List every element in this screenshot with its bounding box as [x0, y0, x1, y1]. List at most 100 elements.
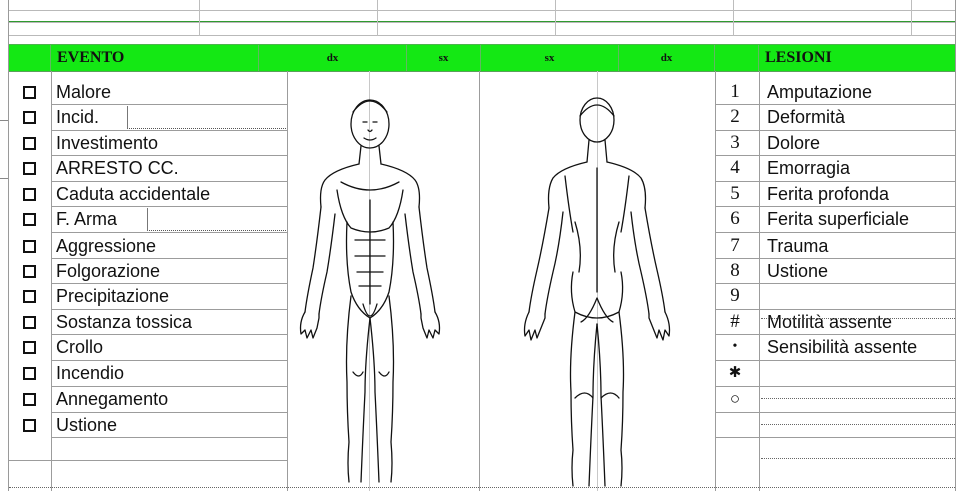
checkbox-icon[interactable]	[23, 265, 36, 278]
event-item: Annegamento	[9, 387, 289, 411]
lesion-code: 5	[725, 182, 745, 206]
row-line	[51, 130, 287, 131]
dotted-input-line[interactable]	[761, 458, 956, 459]
row-line	[715, 386, 956, 387]
body-back-figure[interactable]	[509, 72, 709, 490]
dotted-input-line[interactable]	[761, 318, 956, 319]
lesion-code: 9	[725, 284, 745, 308]
row-line	[51, 412, 287, 413]
checkbox-icon[interactable]	[23, 162, 36, 175]
header-blank-2	[715, 45, 759, 71]
event-item: Ustione	[9, 413, 289, 437]
lesion-code: 3	[725, 131, 745, 155]
row-line	[715, 206, 956, 207]
event-label: ARRESTO CC.	[56, 156, 179, 180]
grid-col-line	[911, 0, 912, 36]
row-line	[51, 258, 287, 259]
header-dx-front: dx	[259, 45, 407, 71]
dotted-input-line[interactable]	[761, 398, 956, 399]
event-item: Crollo	[9, 335, 289, 359]
event-label: Aggressione	[56, 234, 156, 258]
checkbox-icon[interactable]	[23, 240, 36, 253]
row-line	[51, 386, 287, 387]
row-line	[51, 181, 287, 182]
checkbox-icon[interactable]	[23, 316, 36, 329]
body-front-figure[interactable]	[291, 72, 477, 490]
event-item: Incid.	[9, 105, 289, 129]
background-window-edge	[0, 178, 8, 179]
row-line	[51, 155, 287, 156]
lesion-label: Motilità assente	[767, 310, 892, 334]
event-label: Annegamento	[56, 387, 168, 411]
row-line	[51, 360, 287, 361]
checkbox-icon[interactable]	[23, 290, 36, 303]
header-evento: EVENTO	[51, 45, 259, 71]
row-line	[715, 334, 956, 335]
spreadsheet-form: EVENTO dx sx sx dx LESIONI Malore Incid.…	[8, 0, 956, 491]
grid-row-line	[9, 10, 955, 11]
event-label: Crollo	[56, 335, 103, 359]
grid-row-line	[9, 22, 955, 23]
checkbox-icon[interactable]	[23, 137, 36, 150]
row-line	[715, 258, 956, 259]
event-label: Caduta accidentale	[56, 182, 210, 206]
checkbox-icon[interactable]	[23, 213, 36, 226]
checkbox-icon[interactable]	[23, 341, 36, 354]
col-separator	[715, 71, 716, 491]
row-line	[715, 412, 956, 413]
checkbox-icon[interactable]	[23, 367, 36, 380]
checkbox-icon[interactable]	[23, 419, 36, 432]
lesion-code: •	[725, 335, 745, 359]
grid-row-line	[9, 35, 955, 36]
event-label: Malore	[56, 80, 111, 104]
grid-col-line	[733, 0, 734, 36]
lesion-code: 2	[725, 105, 745, 129]
row-line	[51, 309, 287, 310]
event-label: Precipitazione	[56, 284, 169, 308]
arma-detail-input[interactable]	[147, 208, 286, 231]
lesion-label: Trauma	[767, 234, 828, 258]
lesion-label: Dolore	[767, 131, 820, 155]
lesion-code: ✱	[725, 361, 745, 385]
event-item: Aggressione	[9, 234, 289, 258]
header-dx-back: dx	[619, 45, 715, 71]
incid-detail-input[interactable]	[127, 106, 286, 129]
event-item: Caduta accidentale	[9, 182, 289, 206]
event-item: Investimento	[9, 131, 289, 155]
dotted-input-line[interactable]	[761, 424, 956, 425]
col-separator	[479, 71, 480, 491]
row-line	[715, 155, 956, 156]
lesion-label: Deformità	[767, 105, 845, 129]
checkbox-icon[interactable]	[23, 86, 36, 99]
row-line	[51, 206, 287, 207]
event-item: F. Arma	[9, 207, 289, 231]
event-item: Precipitazione	[9, 284, 289, 308]
checkbox-icon[interactable]	[23, 188, 36, 201]
lesion-label: Ustione	[767, 259, 828, 283]
background-window-edge	[0, 120, 8, 121]
event-label: Folgorazione	[56, 259, 160, 283]
event-label: Incid.	[56, 105, 99, 129]
lesion-label: Ferita profonda	[767, 182, 889, 206]
header-sx-front: sx	[407, 45, 481, 71]
checkbox-icon[interactable]	[23, 111, 36, 124]
event-item: Folgorazione	[9, 259, 289, 283]
row-line	[51, 334, 287, 335]
lesion-code: 1	[725, 80, 745, 104]
col-separator	[759, 71, 760, 491]
row-line	[715, 232, 956, 233]
checkbox-icon[interactable]	[23, 393, 36, 406]
event-label: Sostanza tossica	[56, 310, 192, 334]
grid-col-line	[199, 0, 200, 36]
lesion-label: Sensibilità assente	[767, 335, 917, 359]
header-lesioni: LESIONI	[759, 45, 956, 71]
header-blank	[9, 45, 51, 71]
lesion-code: 6	[725, 207, 745, 231]
event-label: F. Arma	[56, 207, 117, 231]
lesion-label: Amputazione	[767, 80, 872, 104]
event-label: Incendio	[56, 361, 124, 385]
grid-col-line	[377, 0, 378, 36]
row-line	[715, 104, 956, 105]
event-item: Sostanza tossica	[9, 310, 289, 334]
row-line	[715, 181, 956, 182]
